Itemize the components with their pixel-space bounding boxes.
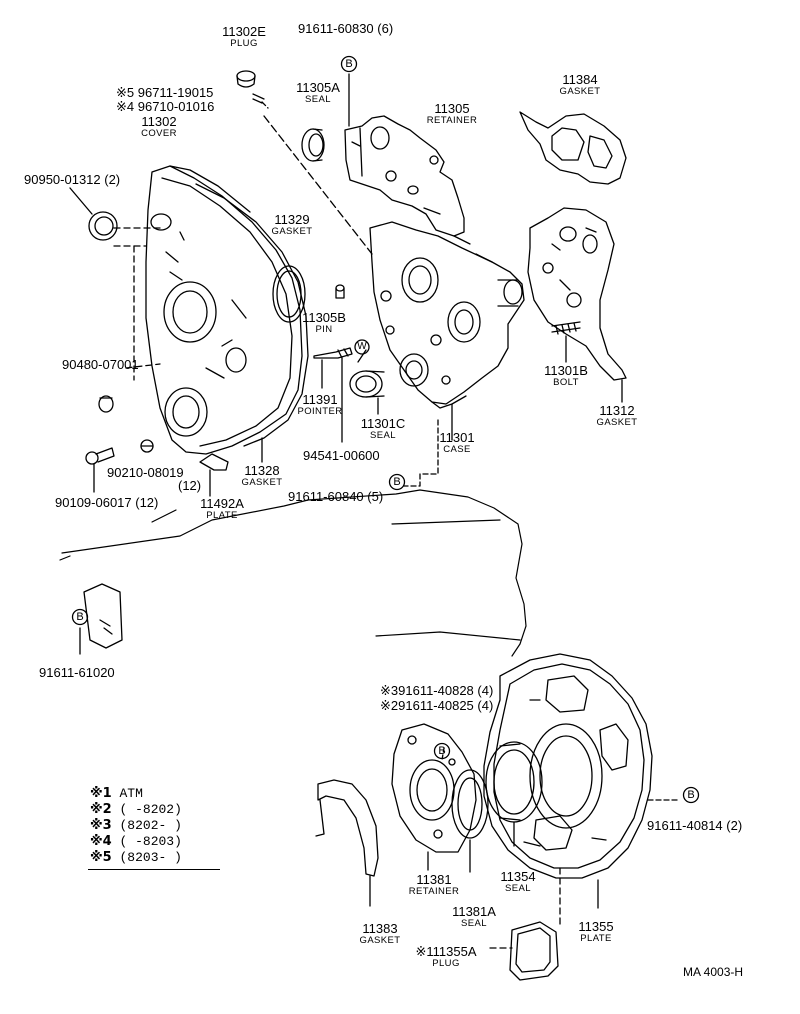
plate-11492a-drawing bbox=[200, 454, 228, 496]
bracket-left-drawing bbox=[84, 584, 122, 648]
diagram-code: MA 4003-H bbox=[683, 965, 744, 979]
legend-row: ※5 (8203- ) bbox=[90, 850, 182, 865]
plate-11355-drawing bbox=[484, 654, 652, 878]
retainer-11305-drawing bbox=[345, 116, 464, 236]
bolt-marker-40828 bbox=[435, 744, 450, 759]
plug-11302e-drawing bbox=[237, 71, 255, 87]
label-91611-61020: 91611-61020 bbox=[39, 665, 115, 680]
legend-divider bbox=[88, 869, 220, 870]
seal-11354-drawing bbox=[486, 742, 542, 822]
case-11301-drawing bbox=[370, 222, 524, 408]
engine-block-outline bbox=[60, 490, 526, 656]
gasket-11312-drawing bbox=[528, 208, 626, 380]
label-90210: 90210-08019 bbox=[107, 465, 184, 480]
gasket-11383-drawing bbox=[316, 780, 378, 876]
bolt-11301b-drawing bbox=[552, 322, 580, 334]
bolt-marker-letter: B bbox=[687, 789, 695, 801]
plug-11355a-drawing bbox=[510, 922, 558, 980]
bolt-marker-letter: B bbox=[76, 611, 84, 623]
bolt-marker-60840 bbox=[390, 475, 405, 490]
label-91611-40814: 91611-40814 (2) bbox=[647, 818, 743, 833]
label-90109: 90109-06017 (12) bbox=[55, 495, 159, 510]
retainer-11381-drawing bbox=[392, 724, 476, 852]
label-91611-40828: ※391611-40828 (4) bbox=[380, 683, 494, 698]
pin-11305b-drawing bbox=[336, 285, 344, 298]
leader-11355a bbox=[490, 868, 560, 948]
label-90210-qty: (12) bbox=[178, 478, 202, 493]
seal-11305a-drawing bbox=[302, 129, 324, 161]
bolt-marker-61020 bbox=[73, 610, 88, 625]
bolt-marker-60830 bbox=[342, 57, 357, 72]
gasket-11328-drawing bbox=[196, 184, 308, 446]
label-96710: ※4 96710-01016 bbox=[116, 99, 215, 114]
seal-11301c-drawing bbox=[350, 371, 384, 397]
legend-row: ※1 ATM bbox=[90, 786, 143, 801]
gasket-11384-drawing bbox=[520, 112, 626, 184]
leader-cover-hidden bbox=[114, 228, 160, 246]
label-90950: 90950-01312 (2) bbox=[24, 172, 121, 187]
leader-11301-b bbox=[404, 420, 438, 486]
leader-90480 bbox=[126, 364, 160, 368]
label-90480: 90480-07001 bbox=[62, 357, 139, 372]
pointer-11391-drawing bbox=[314, 348, 352, 358]
leader-90950 bbox=[70, 188, 92, 214]
bolt-90109-drawing bbox=[86, 448, 114, 464]
leader-96710 bbox=[262, 102, 268, 108]
leader-case-dashed bbox=[264, 116, 372, 254]
label-91611-60830: 91611-60830 (6) bbox=[298, 21, 394, 36]
bolt-marker-letter: B bbox=[345, 58, 353, 70]
cover-11302-drawing bbox=[146, 166, 302, 454]
bolt-marker-letter: B bbox=[438, 745, 446, 757]
legend-row: ※2 ( -8202) bbox=[90, 802, 182, 817]
legend-row: ※3 (8202- ) bbox=[90, 818, 182, 833]
label-94541: 94541-00600 bbox=[303, 448, 380, 463]
leader-w bbox=[358, 350, 366, 362]
legend: ※1 ATM ※2 ( -8202) ※3 (8202- ) ※4 ( -820… bbox=[90, 786, 222, 866]
label-91611-60840: 91611-60840 (5) bbox=[288, 489, 384, 504]
plug-90480-drawing bbox=[99, 396, 113, 412]
washer-90210-drawing bbox=[141, 440, 153, 452]
bolt-marker-40814 bbox=[684, 788, 699, 803]
washer-marker-letter: W bbox=[357, 341, 367, 352]
plug-90950-drawing bbox=[89, 212, 117, 240]
label-91611-40825: ※291611-40825 (4) bbox=[380, 698, 494, 713]
pin-96710-drawing bbox=[253, 94, 264, 103]
label-96711: ※5 96711-19015 bbox=[116, 85, 214, 100]
legend-row: ※4 ( -8203) bbox=[90, 834, 182, 849]
washer-marker-w bbox=[355, 340, 369, 354]
bolt-marker-letter: B bbox=[393, 476, 401, 488]
